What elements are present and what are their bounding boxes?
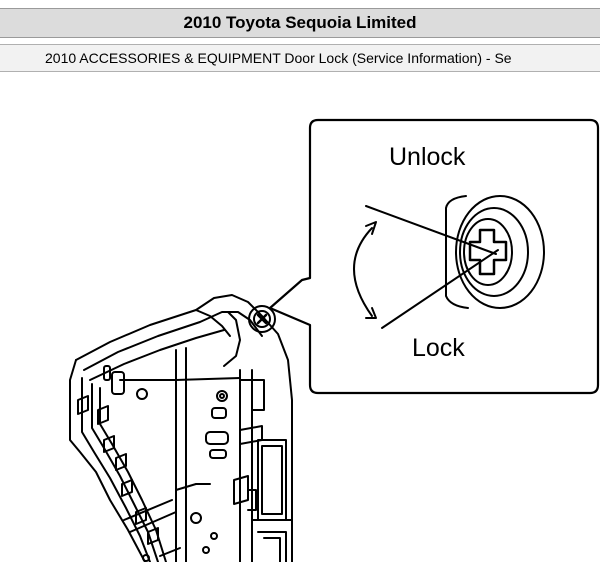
door-lock-assembly	[69, 294, 293, 562]
rotation-indicator	[353, 205, 499, 329]
lock-knob	[248, 305, 276, 333]
callout-box	[268, 118, 600, 395]
door-lock-illustration: Unlock Lock	[69, 118, 600, 562]
lock-label: Lock	[412, 334, 465, 362]
unlock-label: Unlock	[389, 143, 466, 171]
page-title-bar: 2010 Toyota Sequoia Limited	[0, 8, 600, 38]
section-subtitle-bar: 2010 ACCESSORIES & EQUIPMENT Door Lock (…	[0, 44, 600, 72]
section-subtitle: 2010 ACCESSORIES & EQUIPMENT Door Lock (…	[45, 50, 512, 66]
magnified-lock-knob	[445, 195, 545, 309]
page-title: 2010 Toyota Sequoia Limited	[183, 13, 417, 32]
